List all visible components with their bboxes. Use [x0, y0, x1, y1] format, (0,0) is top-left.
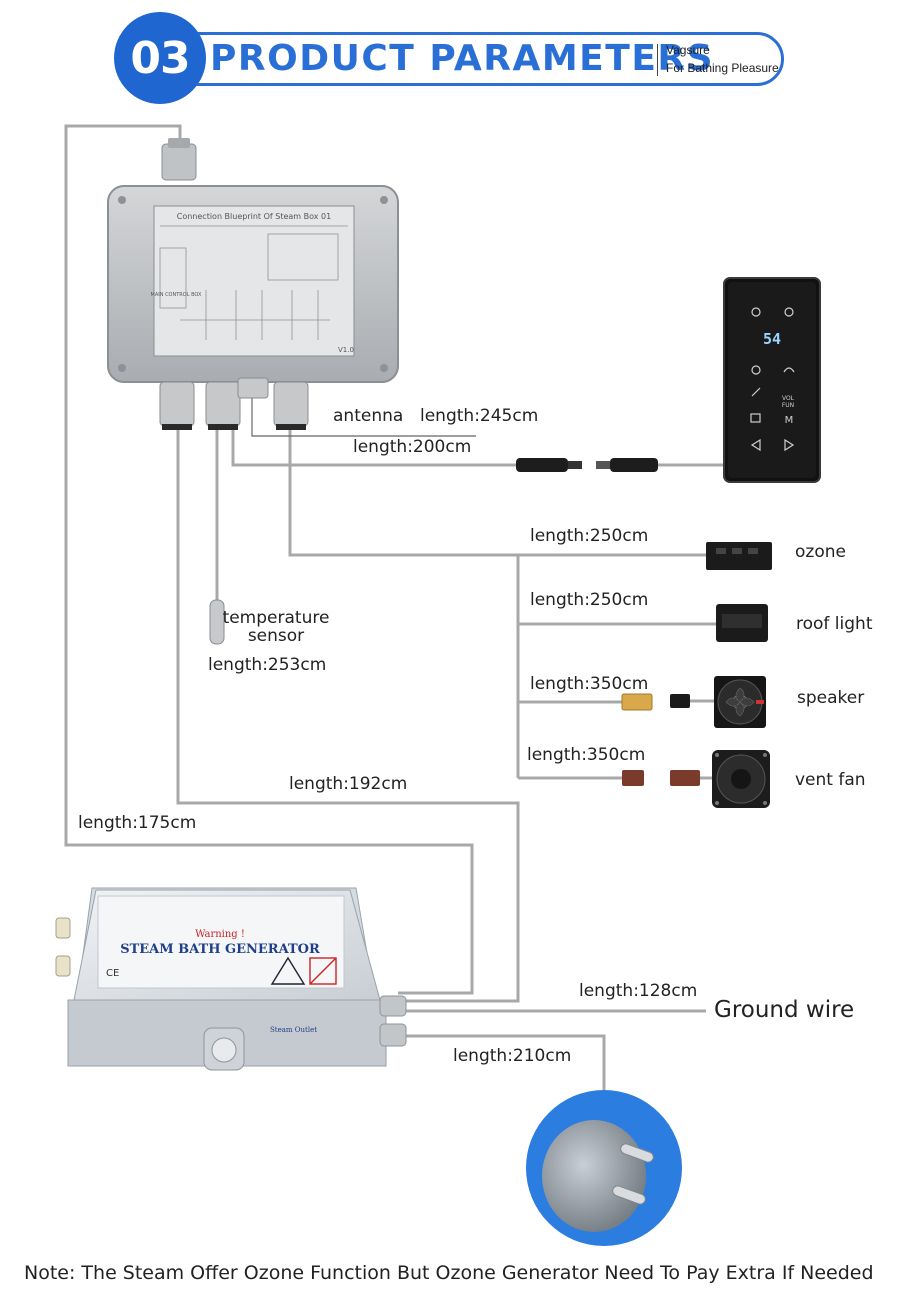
generator-power-cable	[64, 124, 474, 995]
vent-fan-length-label: length:350cm	[527, 745, 646, 765]
ground-length-label: length:128cm	[579, 981, 698, 1001]
ground-wire-label: Ground wire	[714, 997, 855, 1023]
ozone-length-label: length:250cm	[530, 526, 649, 546]
roof-light-label: roof light	[796, 614, 873, 634]
cables	[64, 124, 724, 1100]
page-title: PRODUCT PARAMETERS	[210, 38, 715, 79]
right-arrow-icon	[784, 438, 795, 452]
light-icon	[784, 307, 794, 317]
brand-name: Vagsure	[666, 43, 710, 57]
steam-icon	[783, 367, 795, 373]
roof-light-length-label: length:250cm	[530, 590, 649, 610]
generator-warning: Warning !	[195, 929, 245, 940]
power-icon	[751, 307, 761, 317]
speaker-label: speaker	[797, 688, 865, 708]
roof-light-connector	[716, 604, 768, 642]
speaker-plug-yellow	[621, 693, 653, 711]
cable-glands	[159, 377, 309, 427]
accessory-cable	[288, 430, 710, 557]
speaker-length-label: length:350cm	[530, 674, 649, 694]
header-divider	[657, 44, 658, 76]
speaker-unit-image	[712, 750, 770, 808]
generator-signal-cable	[176, 430, 520, 1003]
steam-generator: STEAM BATH GENERATOR Warning ! CE Steam …	[55, 887, 407, 1071]
temperature-sensor-length-label: length:253cm	[208, 655, 327, 675]
header-banner	[128, 32, 784, 86]
electrical-warning-icon	[270, 956, 306, 985]
panel-display: 54	[763, 330, 781, 348]
control-panel: 54 VOL FUN M	[723, 277, 821, 483]
brand-tagline: For Bathing Pleasure	[666, 61, 779, 75]
ce-mark: CE	[106, 968, 119, 979]
calendar-icon	[750, 413, 761, 423]
plug-length-label: length:210cm	[453, 1046, 572, 1066]
section-number-badge: 03	[114, 12, 206, 104]
left-arrow-icon	[750, 438, 761, 452]
speaker-plug-black	[670, 694, 690, 708]
temperature-sensor-label-line2: sensor	[247, 626, 305, 646]
ozone-connector	[706, 542, 772, 570]
panel-length-label: length:200cm	[353, 437, 472, 457]
fan-unit-image	[714, 676, 766, 728]
panel-cable	[231, 430, 516, 467]
plug-cable	[398, 1034, 606, 1100]
aroma-icon	[751, 387, 761, 397]
control-box: Connection Blueprint Of Steam Box 01 MAI…	[107, 138, 399, 430]
antenna-wire	[251, 390, 476, 437]
volume-icon: VOL	[782, 395, 795, 402]
generator-signal-length-label: length:192cm	[289, 774, 408, 794]
temperature-sensor-label-line1: temperature	[222, 608, 330, 628]
control-box-version: V1.0	[338, 346, 354, 354]
vent-fan-plug-b	[670, 770, 700, 786]
temperature-sensor-probe	[209, 599, 225, 645]
no-touch-icon	[309, 957, 337, 985]
power-plug	[526, 1090, 682, 1246]
mode-icon: M	[785, 415, 794, 426]
generator-power-length-label: length:175cm	[78, 813, 197, 833]
ozone-label: ozone	[795, 542, 846, 562]
antenna-length-label: length:245cm	[420, 406, 539, 426]
antenna-label: antenna	[333, 406, 404, 426]
vent-fan-label: vent fan	[795, 770, 866, 790]
control-box-section-label: MAIN CONTROL BOX	[151, 292, 203, 298]
control-box-title: Connection Blueprint Of Steam Box 01	[177, 212, 331, 221]
panel-connectors	[516, 458, 658, 472]
vent-fan-plug-a	[622, 770, 644, 786]
steam-outlet-label: Steam Outlet	[270, 1026, 317, 1034]
footer-note: Note: The Steam Offer Ozone Function But…	[24, 1262, 874, 1284]
fan-icon	[751, 365, 761, 375]
generator-title: STEAM BATH GENERATOR	[120, 942, 320, 957]
function-label: FUN	[782, 402, 794, 409]
